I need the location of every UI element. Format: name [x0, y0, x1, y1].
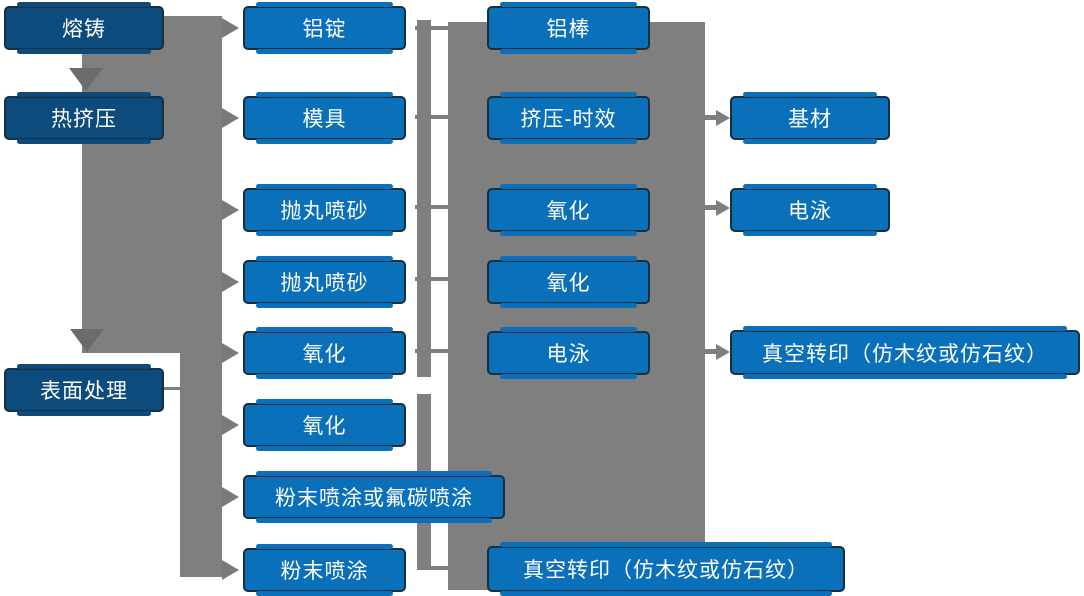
node-label: 基材: [788, 108, 832, 131]
node-powder-coating: 粉末喷涂: [243, 544, 406, 596]
node-label: 模具: [302, 108, 347, 131]
connector-trunk-lower-left: [180, 350, 222, 577]
connector-stem-electrophoresis: [703, 205, 717, 210]
node-electrophoresis-b: 电泳: [730, 184, 890, 236]
node-label: 真空转印（仿木纹或仿石纹）: [523, 559, 809, 582]
arrow-to-oxidation-b-icon: [222, 415, 239, 435]
node-mold: 模具: [243, 92, 406, 144]
arrow-to-powder-coating-icon: [222, 560, 239, 580]
node-label: 抛丸喷砂: [280, 200, 369, 223]
arrow-to-electrophoresis-b-icon: [716, 200, 730, 216]
node-label: 真空转印（仿木纹或仿石纹）: [762, 342, 1048, 366]
node-shot-blasting-2: 抛丸喷砂: [243, 256, 406, 308]
node-label: 氧化: [546, 200, 591, 223]
node-base-material: 基材: [730, 92, 890, 144]
node-label: 氧化: [546, 272, 591, 295]
connector-tick-row5: [415, 349, 448, 353]
node-label: 热挤压: [51, 108, 117, 131]
node-oxidation-a: 氧化: [243, 327, 406, 379]
node-aluminum-rod: 铝棒: [487, 2, 650, 54]
connector-tick-row1: [415, 26, 448, 30]
node-label: 铝锭: [302, 18, 347, 41]
connector-stem-vacuum-transfer: [703, 349, 717, 354]
arrow-to-shot-blasting-2-icon: [222, 272, 239, 292]
node-label: 表面处理: [40, 380, 128, 403]
arrow-to-mold-icon: [222, 108, 239, 128]
node-label: 氧化: [302, 415, 347, 438]
node-shot-blasting-1: 抛丸喷砂: [243, 184, 406, 236]
arrow-down-to-hot-extrusion-icon: [69, 68, 103, 91]
node-label: 挤压-时效: [520, 108, 617, 131]
node-electrophoresis-a: 电泳: [487, 327, 650, 379]
arrow-to-aluminum-ingot-icon: [222, 18, 239, 38]
connector-tick-row4: [415, 277, 448, 281]
node-label: 粉末喷涂: [280, 560, 369, 583]
arrow-to-shot-blasting-1-icon: [222, 200, 239, 220]
connector-tick-row2: [415, 115, 448, 119]
arrow-to-vacuum-transfer-right-icon: [716, 344, 730, 360]
node-vacuum-transfer-right: 真空转印（仿木纹或仿石纹）: [730, 326, 1080, 379]
connector-tick-row8: [424, 566, 487, 570]
arrow-to-powder-or-fluorocarbon-icon: [222, 487, 239, 507]
node-label: 抛丸喷砂: [280, 272, 369, 295]
node-label: 电泳: [546, 343, 591, 366]
connector-strip-mid-upper: [417, 20, 431, 377]
node-oxidation-b: 氧化: [243, 399, 406, 451]
node-vacuum-transfer-bottom: 真空转印（仿木纹或仿石纹）: [487, 542, 845, 596]
arrow-to-oxidation-a-icon: [222, 343, 239, 363]
node-aluminum-ingot: 铝锭: [243, 2, 406, 54]
node-label: 电泳: [788, 200, 832, 223]
node-label: 熔铸: [62, 18, 106, 41]
arrow-to-base-material-icon: [716, 110, 730, 126]
connector-stem-base-material: [703, 115, 717, 120]
connector-band-left: [82, 16, 222, 353]
connector-link-surface-treatment: [164, 387, 182, 390]
node-label: 铝棒: [546, 18, 591, 41]
node-melting-casting: 熔铸: [4, 2, 164, 54]
node-surface-treatment: 表面处理: [4, 364, 164, 416]
node-extrusion-aging: 挤压-时效: [487, 92, 650, 144]
node-label: 氧化: [302, 343, 347, 366]
node-hot-extrusion: 热挤压: [4, 92, 164, 144]
node-label: 粉末喷涂或氟碳喷涂: [275, 487, 473, 510]
node-powder-or-fluorocarbon-coating: 粉末喷涂或氟碳喷涂: [243, 471, 505, 523]
connector-tick-row3: [415, 205, 448, 209]
node-oxidation-d: 氧化: [487, 256, 650, 308]
arrow-down-to-surface-treatment-icon: [70, 329, 104, 352]
node-oxidation-c: 氧化: [487, 184, 650, 236]
